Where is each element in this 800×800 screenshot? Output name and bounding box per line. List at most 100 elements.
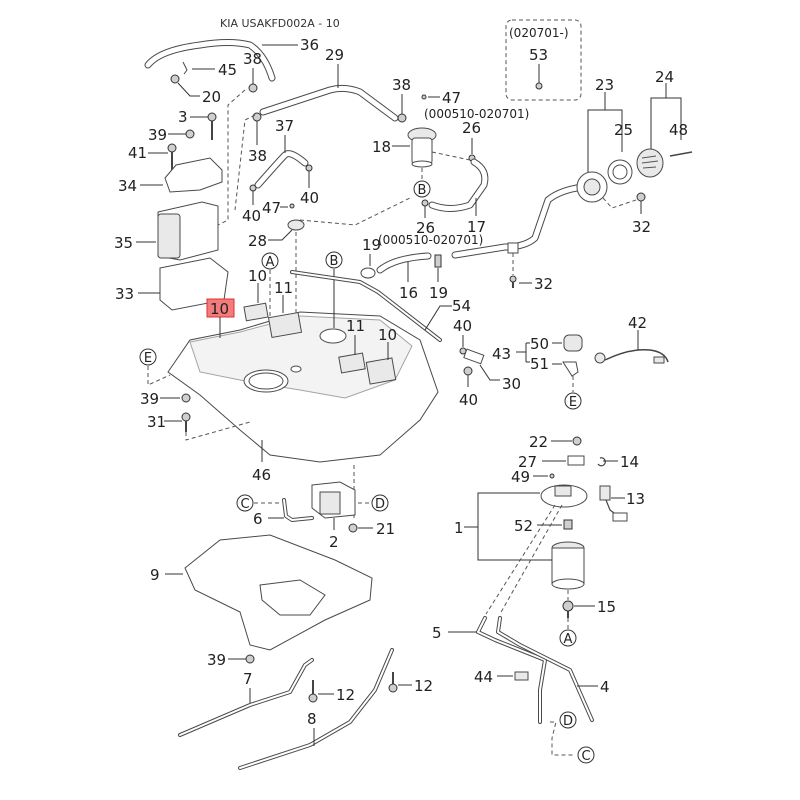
part-label-33[interactable]: 33 — [115, 285, 134, 303]
part-45-clip[interactable] — [182, 61, 188, 75]
part-label-14[interactable]: 14 — [620, 453, 639, 471]
part-label-35[interactable]: 35 — [114, 234, 133, 252]
part-19-clamp-b[interactable] — [434, 254, 442, 268]
part-label-9[interactable]: 9 — [150, 566, 160, 584]
part-24-fuel-cap[interactable] — [636, 148, 664, 178]
part-14-clip[interactable] — [597, 457, 606, 467]
part-label-29[interactable]: 29 — [325, 46, 344, 64]
part-label-47-mid[interactable]: 47 — [262, 199, 281, 217]
part-label-38-mid[interactable]: 38 — [248, 147, 267, 165]
part-47-screw-top[interactable] — [421, 94, 427, 100]
part-label-32-lower[interactable]: 32 — [534, 275, 553, 293]
part-label-3[interactable]: 3 — [178, 108, 188, 126]
part-39-nut-lower[interactable] — [245, 654, 255, 664]
part-label-27[interactable]: 27 — [518, 453, 537, 471]
part-53-clip[interactable] — [535, 82, 543, 90]
part-12-bolt-a[interactable] — [308, 680, 318, 703]
part-label-40-a[interactable]: 40 — [300, 189, 319, 207]
part-label-23[interactable]: 23 — [595, 76, 614, 94]
part-29-hose[interactable] — [259, 84, 399, 122]
part-11-pad-a[interactable] — [267, 311, 303, 339]
part-label-24[interactable]: 24 — [655, 68, 674, 86]
part-10-pad-a[interactable] — [243, 302, 269, 322]
part-35-canister[interactable] — [157, 201, 219, 261]
part-label-11-a[interactable]: 11 — [274, 279, 293, 297]
part-label-36[interactable]: 36 — [300, 36, 319, 54]
part-22-nut[interactable] — [572, 436, 582, 446]
part-50-valve[interactable] — [563, 334, 583, 352]
part-51-bracket[interactable] — [562, 361, 579, 377]
part-20-clamp[interactable] — [170, 74, 180, 84]
part-46-fuel-tank[interactable] — [167, 311, 439, 463]
part-11-pad-b[interactable] — [338, 352, 366, 374]
part-49-screw[interactable] — [549, 473, 555, 479]
part-label-1[interactable]: 1 — [454, 519, 464, 537]
part-label-39-upper[interactable]: 39 — [148, 126, 167, 144]
part-1-fuel-pump-assembly[interactable] — [540, 484, 588, 590]
part-38-nut-mid[interactable] — [252, 112, 262, 122]
part-36-vent-hose[interactable] — [144, 39, 276, 82]
part-41-bolt[interactable] — [167, 143, 177, 170]
part-39-nut-upper[interactable] — [185, 129, 195, 139]
part-label-38-top[interactable]: 38 — [243, 50, 262, 68]
part-44-clip[interactable] — [514, 671, 529, 681]
part-label-51[interactable]: 51 — [530, 355, 549, 373]
part-label-5[interactable]: 5 — [432, 624, 442, 642]
part-label-20[interactable]: 20 — [202, 88, 221, 106]
part-label-48[interactable]: 48 — [669, 121, 688, 139]
part-label-39-mid[interactable]: 39 — [140, 390, 159, 408]
part-label-40-c[interactable]: 40 — [453, 317, 472, 335]
part-label-6[interactable]: 6 — [253, 510, 263, 528]
part-label-19-b[interactable]: 19 — [429, 284, 448, 302]
part-52-connector[interactable] — [563, 519, 573, 530]
part-label-40-d[interactable]: 40 — [459, 391, 478, 409]
part-label-12-a[interactable]: 12 — [336, 686, 355, 704]
part-label-11-b[interactable]: 11 — [346, 317, 365, 335]
part-label-22[interactable]: 22 — [529, 433, 548, 451]
part-7-tank-strap[interactable] — [178, 658, 314, 737]
part-39-nut-mid[interactable] — [181, 393, 191, 403]
part-label-17[interactable]: 17 — [467, 218, 486, 236]
part-9-heat-shield[interactable] — [184, 534, 373, 651]
part-47-screw-mid[interactable] — [289, 203, 295, 209]
part-label-13[interactable]: 13 — [626, 490, 645, 508]
part-label-37[interactable]: 37 — [275, 117, 294, 135]
part-label-52[interactable]: 52 — [514, 517, 533, 535]
part-label-16[interactable]: 16 — [399, 284, 418, 302]
part-3-bolt[interactable] — [207, 112, 217, 140]
part-21-nut[interactable] — [348, 523, 358, 533]
part-label-40-b[interactable]: 40 — [242, 207, 261, 225]
part-54-vapor-pipe[interactable] — [290, 270, 442, 342]
part-8-tank-strap[interactable] — [238, 648, 394, 770]
part-42-wiring-harness[interactable] — [594, 348, 669, 364]
part-label-2[interactable]: 2 — [329, 533, 339, 551]
part-10-pad-b[interactable] — [365, 357, 397, 385]
part-12-bolt-b[interactable] — [388, 672, 398, 693]
part-4-fuel-return-line[interactable] — [496, 616, 594, 722]
part-label-18[interactable]: 18 — [372, 138, 391, 156]
part-38-nut-right[interactable] — [397, 113, 407, 123]
part-label-31[interactable]: 31 — [147, 413, 166, 431]
part-label-38-right[interactable]: 38 — [392, 76, 411, 94]
part-label-10-highlighted[interactable]: 10 — [210, 300, 229, 318]
part-5-fuel-feed-line[interactable] — [476, 616, 547, 724]
part-37-hose[interactable] — [254, 150, 309, 189]
part-label-15[interactable]: 15 — [597, 598, 616, 616]
part-label-10-b[interactable]: 10 — [378, 326, 397, 344]
part-label-42[interactable]: 42 — [628, 314, 647, 332]
part-label-26-upper[interactable]: 26 — [462, 119, 481, 137]
part-label-50[interactable]: 50 — [530, 335, 549, 353]
part-label-44[interactable]: 44 — [474, 668, 493, 686]
part-26-clamp-lower[interactable] — [421, 199, 429, 207]
part-40-clamp-b[interactable] — [249, 184, 257, 192]
part-19-clamp-a[interactable] — [360, 267, 376, 279]
part-label-47-top[interactable]: 47 — [442, 89, 461, 107]
part-label-25[interactable]: 25 — [614, 121, 633, 139]
part-40-clamp-d[interactable] — [463, 366, 473, 376]
part-label-26-lower[interactable]: 26 — [416, 219, 435, 237]
part-25-gasket[interactable] — [607, 159, 633, 185]
part-label-28[interactable]: 28 — [248, 232, 267, 250]
part-label-49[interactable]: 49 — [511, 468, 530, 486]
part-label-39-lower[interactable]: 39 — [207, 651, 226, 669]
part-label-32-upper[interactable]: 32 — [632, 218, 651, 236]
